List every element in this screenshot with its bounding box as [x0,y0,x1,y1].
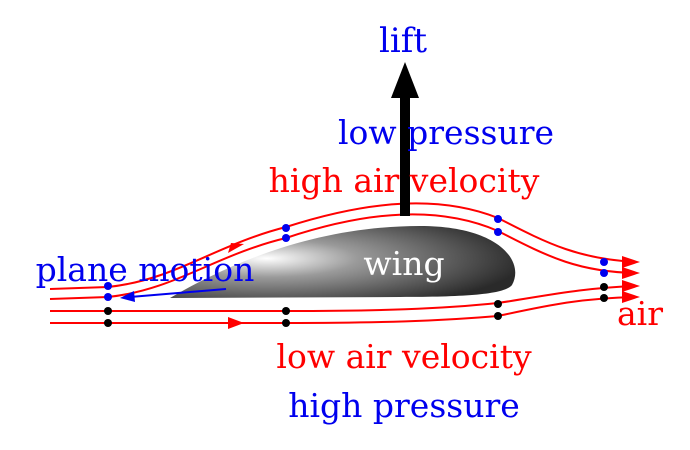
marker-dot [104,319,112,327]
air-label: air [617,294,663,333]
marker-dot [600,294,608,302]
marker-dot [494,228,502,236]
marker-dot [282,224,290,232]
marker-dot [282,234,290,242]
streamline-upper-1 [49,202,637,290]
lift-label: lift [379,21,427,61]
wing-label: wing [363,244,444,283]
marker-dot [104,282,112,290]
marker-dot [600,283,608,291]
marker-dot [494,312,502,320]
marker-dot [282,307,290,315]
arrowhead-exit-1 [622,256,640,268]
marker-dot [600,269,608,277]
lower-streamlines [50,285,637,324]
arrowhead-lower-mid [228,317,244,329]
arrowhead-exit-3 [622,280,640,292]
plane-motion-arrow [120,288,227,302]
low-pressure-label: low pressure [338,113,554,152]
upper-streamlines [49,202,637,300]
arrowhead-exit-2 [622,267,640,279]
plane-motion-label: plane motion [36,250,255,289]
upper-markers [104,215,608,301]
marker-dot [494,300,502,308]
arrowhead-exit-4 [622,291,640,303]
streamline-arrowheads [228,243,640,329]
streamline-upper-2 [49,213,637,300]
marker-dot [282,319,290,327]
marker-dot [494,215,502,223]
marker-dot [104,307,112,315]
wing-airfoil [170,226,516,298]
marker-dot [600,258,608,266]
streamline-lower-1 [50,285,637,312]
high-pressure-label: high pressure [288,386,520,425]
lower-markers [104,283,608,327]
high-air-velocity-label: high air velocity [269,161,540,200]
marker-dot [104,293,112,301]
lift-arrow [391,62,419,216]
streamline-lower-2 [50,296,637,324]
low-air-velocity-label: low air velocity [276,337,532,376]
arrowhead-upper-mid [228,243,244,253]
